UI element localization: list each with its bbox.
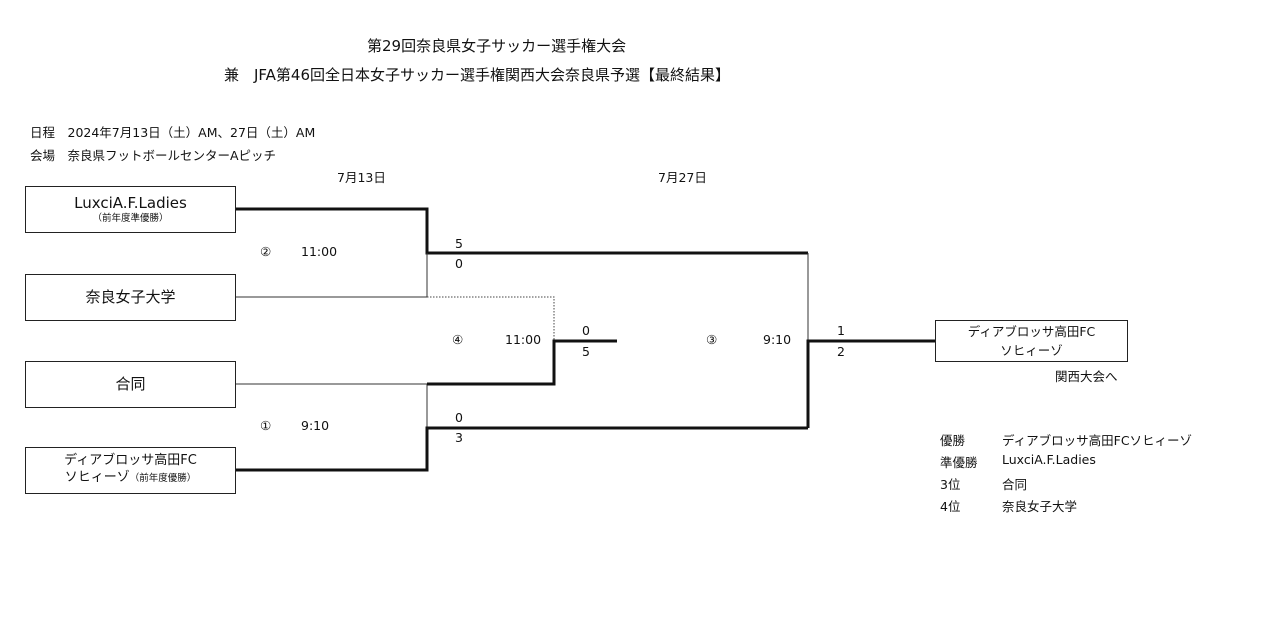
round2-date: 7月27日 (658, 170, 707, 185)
team-box-godo: 合同 (25, 361, 236, 408)
score-m3-top: 1 (837, 323, 845, 338)
venue-text: 会場 奈良県フットボールセンターAピッチ (30, 148, 277, 163)
team-name: 合同 (115, 375, 146, 394)
schedule-text: 日程 2024年7月13日（土）AM、27日（土）AM (30, 125, 316, 140)
bracket-line-godo-winner (427, 339, 617, 386)
score-m3-bottom: 2 (837, 344, 845, 359)
bracket-line-diablossa-winner (236, 426, 808, 472)
score-m2-bottom: 0 (455, 256, 463, 271)
page-title-line1: 第29回奈良県女子サッカー選手権大会 (367, 37, 627, 55)
team-note: （前年度準優勝） (92, 212, 169, 224)
team-name-line2: ソヒィーゾ (64, 470, 130, 486)
match-time: 9:10 (763, 332, 792, 347)
bracket-line-m4-top (427, 296, 555, 341)
match-number: ④ (452, 332, 464, 347)
champion-name-line1: ディアブロッサ高田FC (967, 323, 1096, 339)
score-m2-top: 5 (455, 236, 463, 251)
team-box-nara-joshi: 奈良女子大学 (25, 274, 236, 321)
bracket-line-champion (806, 339, 935, 428)
match-number: ③ (706, 332, 718, 347)
champion-box: ディアブロッサ高田FC ソヒィーゾ (935, 320, 1128, 362)
score-m1-bottom: 3 (455, 430, 463, 445)
result-rank-2: 準優勝 (940, 455, 978, 470)
round1-date: 7月13日 (337, 170, 386, 185)
result-team-2: LuxciA.F.Ladies (1002, 452, 1096, 467)
champion-name-line2: ソヒィーゾ (1000, 343, 1063, 358)
score-m1-top: 0 (455, 410, 463, 425)
team-name: 奈良女子大学 (85, 288, 176, 307)
match-time: 11:00 (301, 244, 338, 259)
team-box-luxcia: LuxciA.F.Ladies （前年度準優勝） (25, 186, 236, 233)
score-m4-top: 0 (582, 323, 590, 338)
team-note: （前年度優勝） (129, 473, 197, 485)
result-team-3: 合同 (1002, 477, 1028, 492)
team-box-diablossa: ディアブロッサ高田FC ソヒィーゾ（前年度優勝） (25, 447, 236, 494)
result-rank-1: 優勝 (940, 433, 966, 448)
kansai-advance-note: 関西大会へ (1055, 369, 1118, 384)
result-rank-4: 4位 (940, 499, 961, 514)
match-time: 11:00 (505, 332, 542, 347)
match-number: ① (260, 418, 272, 433)
result-team-4: 奈良女子大学 (1002, 499, 1078, 514)
bracket-line-luxcia-winner (236, 207, 808, 255)
match-time: 9:10 (301, 418, 330, 433)
page-title-line2: 兼 JFA第46回全日本女子サッカー選手権関西大会奈良県予選【最終結果】 (224, 66, 731, 84)
score-m4-bottom: 5 (582, 344, 590, 359)
team-name-line1: ディアブロッサ高田FC (64, 452, 197, 468)
result-rank-3: 3位 (940, 477, 961, 492)
result-team-1: ディアブロッサ高田FCソヒィーゾ (1002, 433, 1193, 448)
match-number: ② (260, 244, 272, 259)
team-name: LuxciA.F.Ladies (74, 193, 187, 212)
